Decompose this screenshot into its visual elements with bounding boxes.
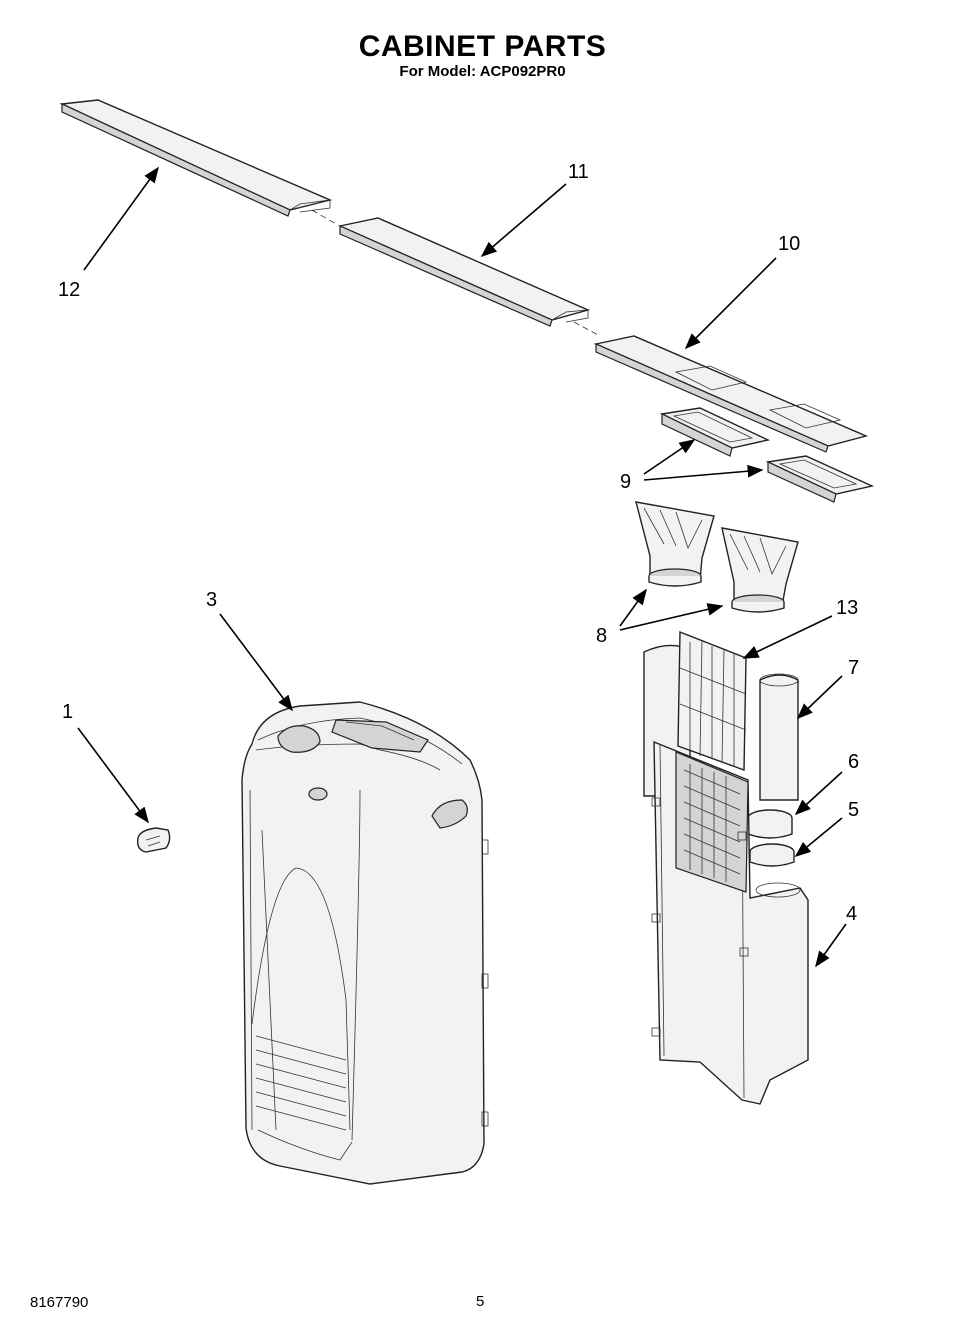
- callout-4: 4: [846, 903, 857, 925]
- callout-arrows: [77, 166, 847, 968]
- callout-7: 7: [848, 657, 859, 679]
- part-10-rail: [593, 335, 869, 453]
- callout-6: 6: [848, 751, 859, 773]
- part-13-filter: [677, 630, 747, 771]
- callout-5: 5: [848, 799, 859, 821]
- part-6-ring: [747, 809, 793, 839]
- part-3-cabinet: [241, 701, 489, 1185]
- callout-1: 1: [62, 701, 73, 723]
- part-8-adapters: [635, 501, 799, 613]
- callout-13: 13: [836, 597, 858, 619]
- callout-8: 8: [596, 625, 607, 647]
- callout-10: 10: [778, 233, 800, 255]
- callout-3: 3: [206, 589, 217, 611]
- part-11-rail: [337, 217, 591, 327]
- callout-11: 11: [568, 161, 589, 183]
- document-number: 8167790: [30, 1294, 89, 1311]
- callout-12: 12: [58, 279, 80, 301]
- part-1-remote: [136, 827, 171, 853]
- part-5-ring: [749, 843, 795, 867]
- page-title: CABINET PARTS: [358, 30, 607, 63]
- part-12-rail: [59, 99, 333, 217]
- page-number: 5: [476, 1293, 485, 1310]
- part-4-rear-panel: [651, 740, 809, 1105]
- callout-9: 9: [620, 471, 631, 493]
- model-subtitle: For Model: ACP092PR0: [399, 63, 566, 80]
- part-9-brackets: [659, 407, 875, 503]
